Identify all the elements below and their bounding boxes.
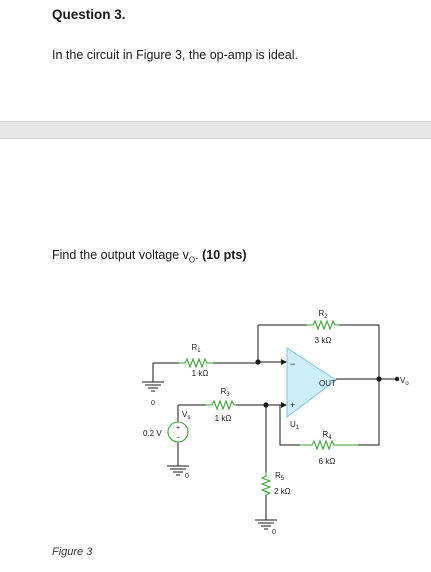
output-terminal-dot	[394, 376, 400, 382]
r3-value: 1 kΩ	[215, 414, 232, 423]
opamp-u1: − + OUT U1	[286, 347, 337, 431]
figure-caption: Figure 3	[52, 546, 93, 558]
output-label: Vo	[400, 376, 409, 387]
circuit-figure: R1 1 kΩ R2 3 kΩ R3 1 kΩ R4 6 kΩ R5 2 kΩ …	[142, 309, 409, 536]
question-title: Question 3.	[52, 7, 126, 22]
ground-left: 0	[142, 381, 164, 407]
arrows	[281, 359, 287, 408]
source-plus: +	[176, 425, 180, 432]
junction-dot	[263, 402, 269, 408]
opamp-plus: +	[290, 400, 295, 410]
resistor-r1-icon	[179, 357, 213, 369]
resistor-r3-icon	[206, 399, 236, 411]
r1-value: 1 kΩ	[192, 369, 209, 378]
voltage-source-vs: + − Vs 0.2 V	[143, 410, 190, 443]
resistor-r5: R5 2 kΩ	[260, 471, 291, 496]
task-subscript: O	[188, 255, 196, 265]
r2-label: R2	[318, 309, 328, 320]
wires	[152, 324, 397, 520]
opamp-minus: −	[290, 359, 295, 369]
junction-dot	[376, 376, 382, 382]
ground-r5: 0	[255, 519, 277, 536]
arrow-noninverting	[281, 402, 287, 408]
resistor-r4: R4 6 kΩ	[300, 430, 358, 466]
r4-label: R4	[322, 430, 332, 441]
voltage-source-icon	[167, 421, 189, 443]
r4-value: 6 kΩ	[319, 457, 336, 466]
task-line: Find the output voltage vO. (10 pts)	[52, 248, 247, 265]
resistor-r5-icon	[260, 472, 272, 496]
r5-value: 2 kΩ	[274, 487, 291, 496]
junction-dots	[255, 359, 400, 408]
resistor-r2-icon	[307, 319, 339, 331]
resistor-r4-icon	[300, 439, 358, 451]
r3-label: R3	[220, 387, 230, 398]
r5-label: R5	[275, 471, 285, 482]
r1-label: R1	[191, 343, 201, 354]
arrow-inverting	[281, 359, 287, 365]
junction-dot	[255, 359, 261, 365]
opamp-out-label: OUT	[319, 379, 336, 388]
source-name: Vs	[182, 410, 190, 421]
source-value: 0.2 V	[143, 429, 162, 438]
ground-label: 0	[151, 400, 155, 407]
r2-value: 3 kΩ	[315, 336, 332, 345]
ground-source: 0	[167, 465, 189, 480]
question-statement: In the circuit in Figure 3, the op-amp i…	[52, 48, 298, 62]
ground-label: 0	[272, 529, 276, 536]
opamp-triangle-icon	[286, 347, 337, 419]
section-divider	[0, 121, 431, 139]
task-dot: .	[195, 248, 199, 262]
ground-label: 0	[185, 473, 189, 480]
points-label: (10 pts)	[202, 248, 247, 262]
task-text: Find the output voltage v	[52, 248, 189, 262]
resistor-r2: R2 3 kΩ	[307, 309, 339, 345]
resistor-r1: R1 1 kΩ	[179, 343, 213, 378]
resistor-r3: R3 1 kΩ	[206, 387, 236, 423]
opamp-name: U1	[290, 420, 300, 431]
source-minus: −	[176, 435, 180, 442]
